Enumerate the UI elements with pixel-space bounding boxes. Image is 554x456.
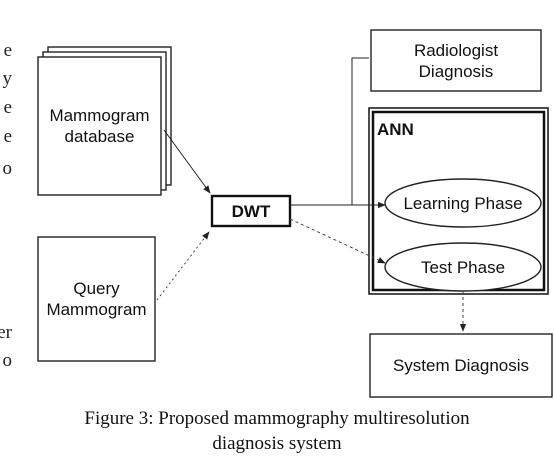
text-fragment: o bbox=[2, 158, 13, 179]
db-box bbox=[37, 56, 162, 196]
line-radiologist-to-learning bbox=[351, 57, 369, 205]
text-fragment: e bbox=[3, 126, 12, 147]
text-fragment: y bbox=[2, 68, 13, 89]
mammogram-database-label: Mammogram database bbox=[49, 106, 150, 146]
text-fragment: e bbox=[3, 97, 12, 118]
dwt-label: DWT bbox=[231, 201, 271, 221]
arrow-query-to-dwt bbox=[156, 231, 210, 301]
arrow-db-to-dwt bbox=[163, 129, 211, 194]
dwt-box bbox=[210, 194, 292, 228]
system-diagnosis-label: System Diagnosis bbox=[392, 356, 530, 375]
figure-caption: Figure 3: Proposed mammography multireso… bbox=[84, 408, 470, 429]
system-diagnosis-box bbox=[369, 333, 553, 398]
test-phase-label: Test Phase bbox=[420, 257, 506, 277]
ann-label: ANN bbox=[377, 119, 414, 139]
learning-phase-label: Learning Phase bbox=[403, 193, 523, 213]
figure-caption-line2: diagnosis system bbox=[212, 433, 342, 454]
text-fragment: e bbox=[3, 40, 12, 61]
text-fragment: er bbox=[0, 322, 12, 343]
query-box bbox=[37, 236, 156, 362]
text-fragment: o bbox=[2, 350, 13, 371]
radiologist-box bbox=[370, 29, 542, 92]
radiologist-diagnosis-label: Radiologist Diagnosis bbox=[413, 40, 499, 81]
query-mammogram-label: Query Mammogram bbox=[46, 279, 147, 319]
